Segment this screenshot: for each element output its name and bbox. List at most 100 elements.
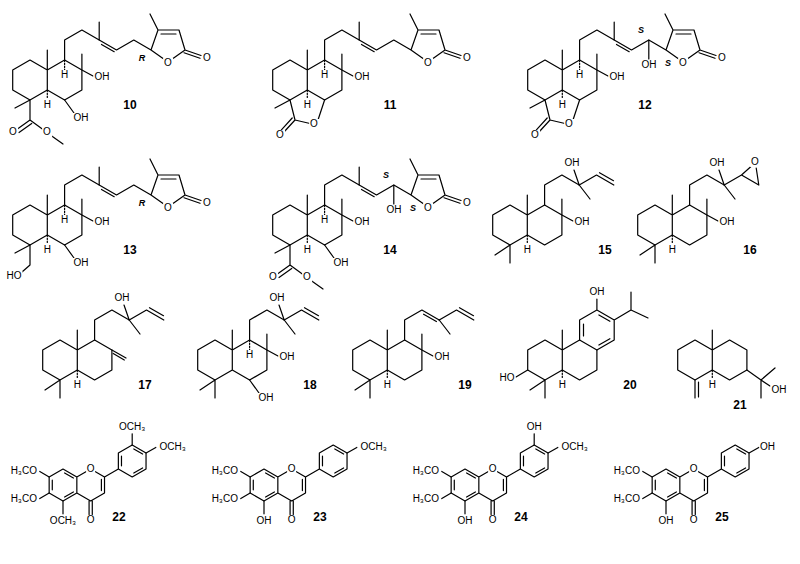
atom-label: O <box>564 119 574 129</box>
compound-structure <box>13 159 201 272</box>
compound-structure <box>493 170 614 263</box>
atom-label: HO <box>6 271 23 281</box>
atom-label: O <box>423 203 433 213</box>
atom-label: H <box>60 70 69 80</box>
compound-structure <box>198 305 319 398</box>
atom-label: OCH₃ <box>49 516 77 526</box>
atom-label: H <box>558 380 567 390</box>
atom-label: O <box>689 464 699 474</box>
atom-label: OH <box>709 158 726 168</box>
atom-label: OH <box>434 352 451 362</box>
compound-structure <box>40 434 156 515</box>
atom-label: OH <box>94 217 111 227</box>
atom-label: O <box>86 464 96 474</box>
atom-label: O <box>717 53 727 63</box>
atom-label: O <box>163 203 173 213</box>
atom-label: O <box>163 58 173 68</box>
stereo-descriptor: S <box>382 171 390 180</box>
compound-number: 22 <box>111 511 126 523</box>
atom-label: HO <box>499 373 516 383</box>
atom-label: H <box>303 100 312 110</box>
compound-number: 24 <box>513 511 528 523</box>
atom-label: H₃CO <box>412 494 440 504</box>
atom-label: OH <box>94 72 111 82</box>
atom-label: H <box>60 215 69 225</box>
compound-number: 16 <box>742 244 757 256</box>
atom-label: H <box>558 100 567 110</box>
compound-structure <box>442 434 558 515</box>
atom-label: H₃CO <box>613 494 641 504</box>
atom-label: H <box>245 350 254 360</box>
atom-label: OCH₃ <box>158 442 186 452</box>
atom-label: OH <box>354 217 371 227</box>
compound-number: 20 <box>622 379 637 391</box>
atom-label: OH <box>574 217 591 227</box>
compound-structure <box>241 445 357 515</box>
stereo-descriptor: S <box>409 204 417 213</box>
compound-number: 25 <box>714 511 729 523</box>
atom-label: OH <box>719 217 736 227</box>
atom-label: OH <box>73 258 90 268</box>
atom-label: O <box>86 515 96 525</box>
atom-label: O <box>287 464 297 474</box>
atom-label: O <box>42 127 52 137</box>
stereo-descriptor: R <box>138 54 147 63</box>
atom-label: OH <box>354 72 371 82</box>
compound-structure <box>273 159 461 289</box>
atom-label: OH <box>588 287 605 297</box>
compound-structure <box>678 330 775 398</box>
atom-label: OH <box>279 352 296 362</box>
atom-label: OH <box>526 422 543 432</box>
atom-label: H <box>708 380 717 390</box>
atom-label: H <box>43 245 52 255</box>
compound-structure <box>13 14 201 144</box>
compound-number: 11 <box>383 99 398 111</box>
atom-label: H <box>575 70 584 80</box>
atom-label: H <box>320 215 329 225</box>
stereo-descriptor: R <box>138 199 147 208</box>
atom-label: H <box>383 380 392 390</box>
compound-number: 19 <box>457 379 472 391</box>
compound-structure <box>643 445 759 515</box>
stereo-descriptor: S <box>637 26 645 35</box>
atom-label: H <box>43 100 52 110</box>
atom-label: H₃CO <box>10 466 38 476</box>
atom-label: H₃CO <box>10 494 38 504</box>
atom-label: OH <box>771 385 788 395</box>
atom-label: OCH₃ <box>118 422 146 432</box>
atom-label: OH <box>73 113 90 123</box>
atom-label: H₃CO <box>613 466 641 476</box>
atom-label: OCH₃ <box>560 442 588 452</box>
atom-label: O <box>302 272 312 282</box>
atom-label: OH <box>269 293 286 303</box>
compound-structure <box>353 308 474 398</box>
atom-label: OH <box>609 72 626 82</box>
atom-label: OH <box>256 516 273 526</box>
atom-label: H₃CO <box>412 466 440 476</box>
atom-label: O <box>202 53 212 63</box>
compound-structure <box>516 292 648 398</box>
compound-number: 21 <box>732 399 747 411</box>
atom-label: O <box>750 157 760 167</box>
atom-label: O <box>678 58 688 68</box>
compound-number: 15 <box>597 244 612 256</box>
stereo-descriptor: S <box>664 59 672 68</box>
compound-number: 12 <box>637 99 652 111</box>
atom-label: O <box>423 58 433 68</box>
atom-label: O <box>462 53 472 63</box>
compound-structure <box>638 167 759 264</box>
compound-structure <box>273 14 461 132</box>
atom-label: OH <box>333 258 350 268</box>
atom-label: OH <box>258 393 275 403</box>
atom-label: OH <box>564 158 581 168</box>
atom-label: H₃CO <box>211 466 239 476</box>
atom-label: H <box>523 245 532 255</box>
atom-label: H <box>320 70 329 80</box>
atom-label: O <box>309 119 319 129</box>
atom-label: H <box>668 245 677 255</box>
compound-number: 10 <box>122 99 137 111</box>
atom-label: O <box>287 515 297 525</box>
atom-label: O <box>275 130 285 140</box>
